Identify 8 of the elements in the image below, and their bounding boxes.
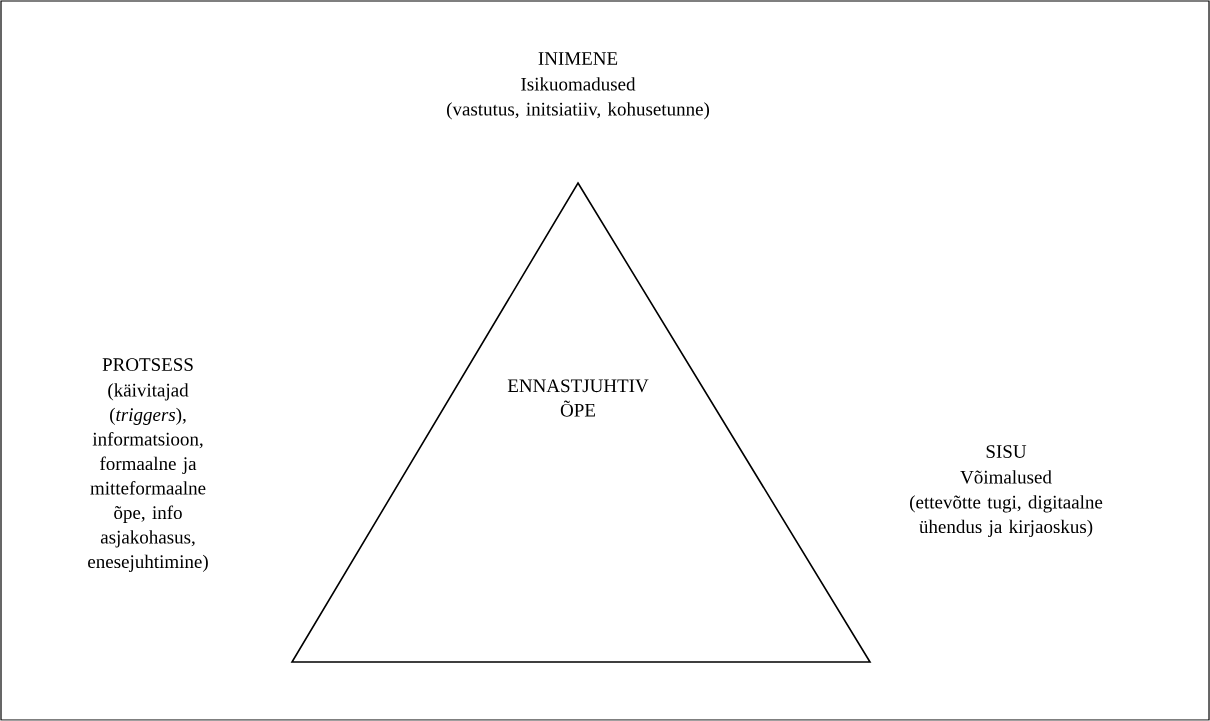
heading: SISU bbox=[986, 445, 1027, 458]
subheading: Isikuomadused bbox=[521, 77, 636, 91]
subheading: Võimalused bbox=[960, 470, 1052, 484]
description: (käivitajad (triggers), informatsioon, formaalne ja mitteformaalne õpe, info asjakohasus, enesejuhtimine) bbox=[88, 383, 208, 572]
description: (vastutus, initsiatiiv, kohusetunne) bbox=[447, 102, 710, 120]
description: (ettevõtte tugi, digitaalne ühendus ja kirjaoskus) bbox=[910, 495, 1103, 537]
heading: INIMENE bbox=[538, 52, 618, 65]
heading: PROTSESS bbox=[102, 358, 193, 371]
